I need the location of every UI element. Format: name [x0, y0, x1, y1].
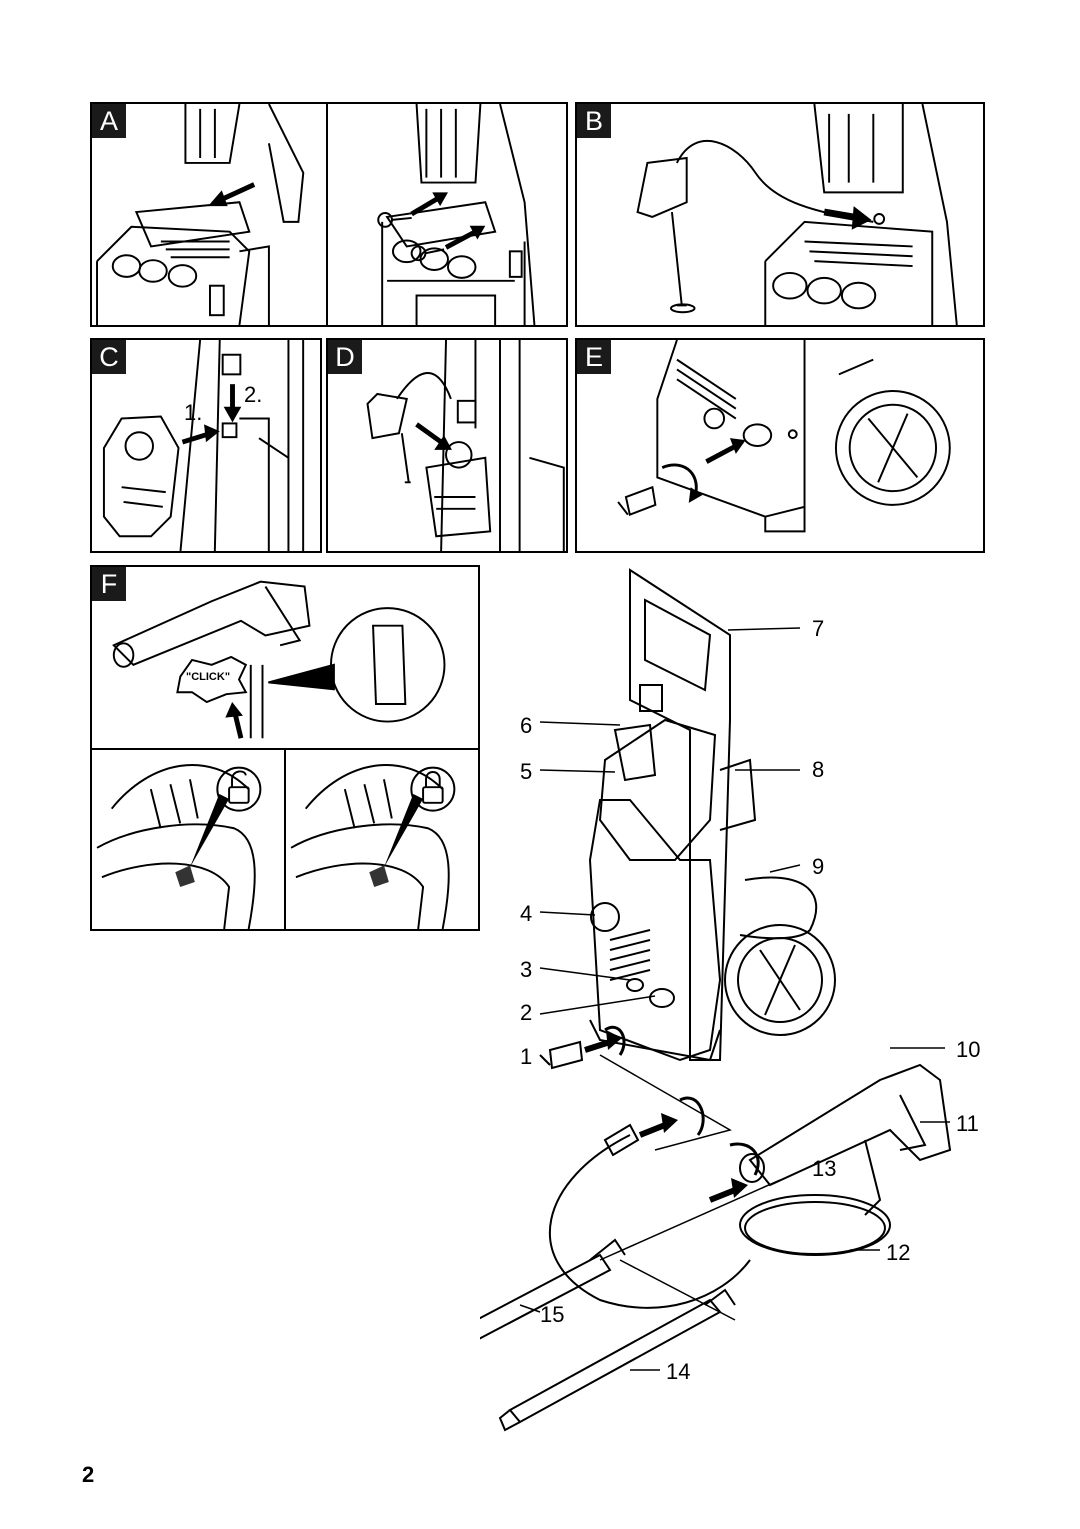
figure-panel-f-unlocked [90, 748, 286, 931]
figure-panel-d: D [326, 338, 568, 553]
panel-label-e: E [577, 340, 611, 374]
illustration-trigger-locked [290, 764, 456, 929]
panel-label-c: C [92, 340, 126, 374]
figure-panel-f: F "CLICK" [90, 565, 480, 750]
panel-label-f: F [92, 567, 126, 601]
click-burst [176, 655, 248, 704]
arrow-icon [823, 206, 872, 230]
figure-panel-c: C 1. 2. [90, 338, 322, 553]
illustration-unit-top-open [96, 104, 305, 325]
padlock-open-icon [216, 766, 262, 812]
padlock-closed-icon [410, 766, 456, 812]
screw-icon [377, 212, 445, 262]
step-label-2: 2. [244, 382, 263, 407]
arrow-icon [181, 384, 242, 445]
callout-10: 10 [956, 1037, 981, 1062]
callout-14: 14 [666, 1359, 691, 1384]
callout-4: 4 [520, 901, 533, 926]
arrow-icon [208, 182, 256, 207]
rotate-arrow-icon [604, 1026, 760, 1176]
figure-panel-b: B [575, 102, 985, 327]
illustration-hose-click-connection [112, 580, 446, 739]
arrow-icon [705, 438, 746, 464]
panel-label-d: D [328, 340, 362, 374]
illustration-spray-lance-storage [366, 340, 565, 551]
illustration-nozzle-storage [102, 340, 305, 551]
callout-2: 2 [520, 1000, 533, 1025]
panel-label-a: A [92, 104, 126, 138]
figure-panel-a-screws [326, 102, 568, 327]
callout-3: 3 [520, 957, 533, 982]
figure-panel-f-locked [284, 748, 480, 931]
panel-label-b: B [577, 104, 611, 138]
page-number: 2 [82, 1462, 95, 1487]
callout-8: 8 [812, 757, 825, 782]
callout-15: 15 [540, 1302, 565, 1327]
arrow-icon [584, 1030, 748, 1203]
arrow-icon [225, 702, 244, 739]
callout-5: 5 [520, 759, 533, 784]
illustration-pressure-washer-overview [480, 568, 952, 1432]
callout-12: 12 [886, 1240, 911, 1265]
illustration-trigger-unlocked [96, 764, 262, 929]
callout-6: 6 [520, 713, 533, 738]
illustration-power-cord-holder [636, 104, 958, 325]
arrow-icon [415, 422, 452, 450]
step-label-1: 1. [184, 400, 203, 425]
illustration-water-inlet-connection [617, 340, 951, 533]
figure-panel-a: A [90, 102, 328, 327]
click-text: "CLICK" [186, 671, 231, 683]
callout-9: 9 [812, 854, 825, 879]
callout-13: 13 [812, 1156, 837, 1181]
figure-panel-e: E [575, 338, 985, 553]
callout-1: 1 [520, 1044, 533, 1069]
illustration-screw-mounting [377, 104, 536, 325]
arrow-icon [410, 192, 486, 250]
callout-7: 7 [812, 616, 825, 641]
callout-11: 11 [956, 1111, 979, 1136]
overview-diagram: 7 6 5 8 9 4 3 2 1 10 11 13 12 15 14 [480, 560, 1080, 1460]
